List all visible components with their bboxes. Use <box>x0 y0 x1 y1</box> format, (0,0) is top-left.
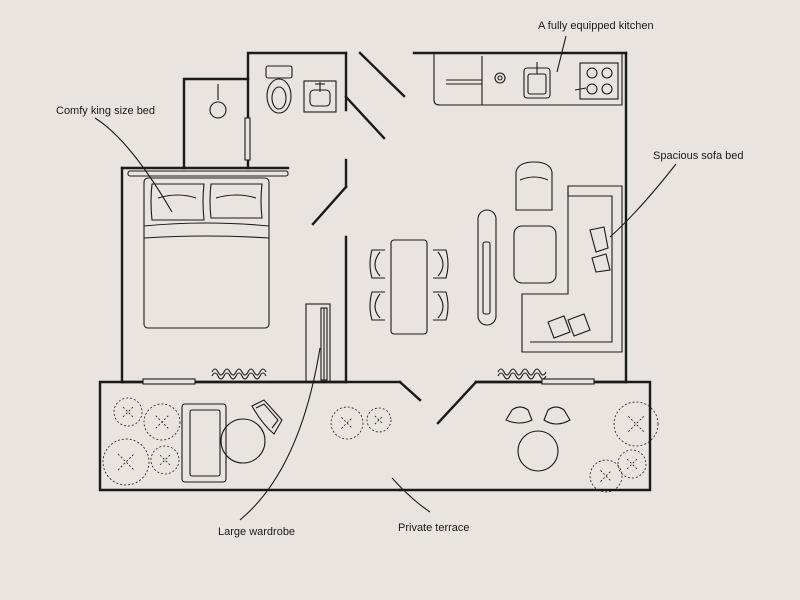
plant-leaf-mark <box>628 416 644 432</box>
plant-leaf-mark <box>341 417 353 429</box>
shower-icon <box>209 84 227 119</box>
coffee-table <box>513 225 557 284</box>
plant-leaf-mark <box>628 416 644 432</box>
stove-icon <box>574 62 619 100</box>
label-sofa: Spacious sofa bed <box>653 150 744 162</box>
plant-leaf-mark <box>600 470 612 482</box>
terrace-chair <box>251 399 283 435</box>
radiator-icon <box>211 368 267 380</box>
dining-chairs <box>369 249 449 321</box>
plant-leaf-mark <box>374 415 384 425</box>
plant-leaf-mark <box>626 458 638 470</box>
kitchen-tap-icon <box>494 72 506 84</box>
label-bed: Comfy king size bed <box>56 105 155 117</box>
callout-leaders <box>94 35 677 521</box>
terrace-chair <box>505 406 571 425</box>
terrace-table <box>517 430 559 472</box>
kitchen-counter <box>433 53 623 106</box>
toilet-icon <box>265 65 293 114</box>
bathroom-sink-icon <box>303 80 337 113</box>
plant-leaf-mark <box>159 454 171 466</box>
terrace-table <box>220 418 266 464</box>
dining-table <box>390 239 428 335</box>
label-kitchen: A fully equipped kitchen <box>538 20 654 32</box>
kitchen-sink-icon <box>523 62 551 99</box>
tv-console <box>477 209 497 326</box>
wardrobe <box>305 303 331 383</box>
plant-leaf-mark <box>600 470 612 482</box>
terrace-sofa <box>181 403 227 483</box>
sofa-bed <box>521 185 623 353</box>
plant-leaf-mark <box>626 458 638 470</box>
armchair <box>515 161 553 211</box>
plant-leaf-mark <box>159 454 171 466</box>
plant-leaf-mark <box>155 415 169 429</box>
plant-icon <box>102 397 659 493</box>
label-wardrobe: Large wardrobe <box>218 526 295 538</box>
plant-leaf-mark <box>117 453 135 471</box>
window <box>142 378 595 385</box>
radiator-icon <box>497 368 547 380</box>
label-terrace: Private terrace <box>398 522 470 534</box>
plant-leaf-mark <box>117 453 135 471</box>
plant-leaf-mark <box>122 406 134 418</box>
plant-leaf-mark <box>341 417 353 429</box>
bathroom-sliding-door <box>244 117 251 161</box>
plant-leaf-mark <box>122 406 134 418</box>
king-size-bed <box>127 170 289 329</box>
